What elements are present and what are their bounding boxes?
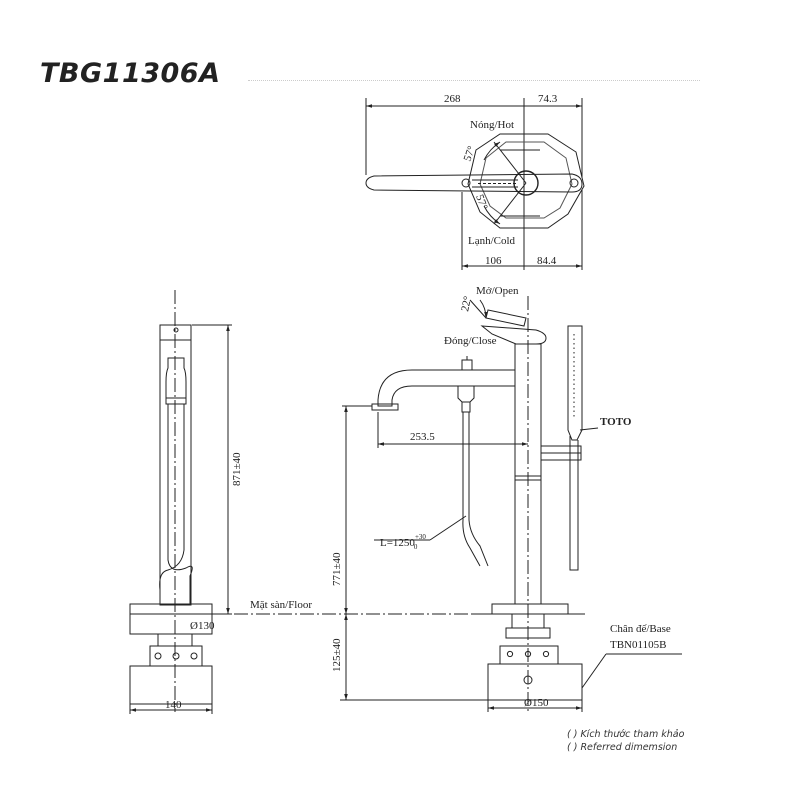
side-height-871: 871±40 <box>231 452 243 486</box>
floor-label: Mặt sàn/Floor <box>250 599 312 611</box>
front-flange <box>491 603 569 615</box>
note-en: ( ) Referred dimemsion <box>567 742 677 753</box>
dim-84-4: 84.4 <box>537 255 557 267</box>
angle-open: 22° <box>459 295 474 313</box>
side-spout <box>165 357 187 405</box>
valve-body-outline <box>467 133 585 229</box>
height-771: 771±40 <box>331 552 343 586</box>
base-label: Chân đế/Base <box>610 623 671 635</box>
cold-label: Lạnh/Cold <box>468 235 516 247</box>
side-diameter: Ø130 <box>190 620 215 632</box>
toto-logo: TOTO <box>600 416 632 428</box>
note-vi: ( ) Kích thước tham khảo <box>567 729 685 740</box>
title-divider <box>248 80 700 81</box>
front-base-box <box>487 663 583 701</box>
dim-74-3: 74.3 <box>538 93 558 105</box>
side-base-box <box>129 665 213 705</box>
open-label: Mở/Open <box>476 285 519 297</box>
angle-hot: 57° <box>462 144 479 163</box>
side-width: 140 <box>165 699 182 711</box>
hand-shower <box>567 325 583 441</box>
base-model: TBN01105B <box>610 639 666 651</box>
top-view <box>365 98 585 270</box>
top-hub <box>513 170 539 196</box>
front-handle <box>480 325 547 345</box>
dim-106: 106 <box>485 255 502 267</box>
top-handle-lever <box>365 173 583 193</box>
hot-label: Nóng/Hot <box>470 119 514 131</box>
front-spout <box>377 369 515 407</box>
dim-268: 268 <box>444 93 461 105</box>
height-125: 125±40 <box>331 638 343 672</box>
model-title: TBG11306A <box>40 58 221 89</box>
front-view <box>340 296 682 712</box>
side-view <box>129 290 232 714</box>
angle-cold: 57° <box>473 193 490 212</box>
spout-reach: 253.5 <box>410 431 435 443</box>
close-label: Đóng/Close <box>444 335 497 347</box>
base-diameter: Ø150 <box>524 697 549 709</box>
side-column <box>159 324 192 606</box>
front-hose <box>462 412 481 567</box>
